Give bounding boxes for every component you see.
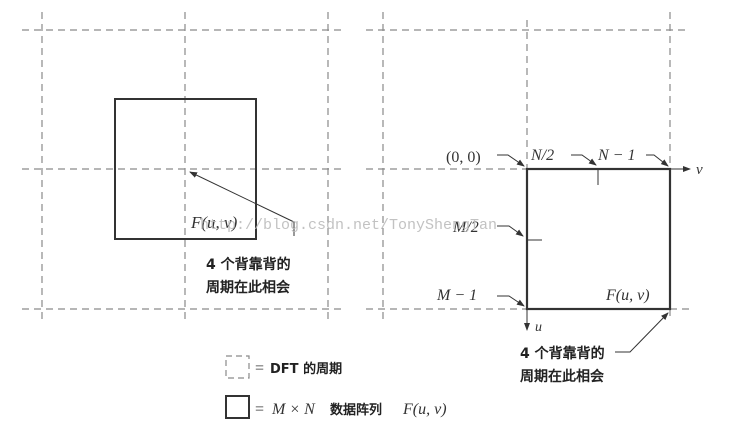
legend-dashed-equals: = xyxy=(255,360,264,377)
left-callout-line2: 周期在此相会 xyxy=(206,279,291,296)
v-axis-label: v xyxy=(696,162,703,178)
right-box-label: F(u, v) xyxy=(605,287,650,304)
legend-solid-math: M × N xyxy=(271,401,316,418)
legend-solid-text: 数据阵列 xyxy=(330,402,382,418)
n-minus-one-label: N − 1 xyxy=(597,147,635,164)
right-callout-line2: 周期在此相会 xyxy=(520,368,605,385)
u-axis-label: u xyxy=(535,320,542,335)
m-half-label: M/2 xyxy=(452,219,479,236)
left-box-label: F(u, v) xyxy=(190,213,238,232)
legend-dashed-box-icon xyxy=(225,355,250,379)
left-callout-line1: 4 个背靠背的 xyxy=(206,256,291,273)
left-dft-period-grid xyxy=(22,12,345,320)
left-callout-arrow xyxy=(189,171,295,236)
legend-solid-func: F(u, v) xyxy=(402,401,447,418)
label-pointer-arrows xyxy=(497,154,669,353)
left-data-array-box xyxy=(114,98,257,240)
right-callout-line1: 4 个背靠背的 xyxy=(520,345,605,362)
n-half-label: N/2 xyxy=(530,147,554,164)
legend-dashed-text: DFT 的周期 xyxy=(270,361,342,377)
legend-solid-equals: = xyxy=(255,401,264,418)
right-dft-period-grid xyxy=(366,12,692,320)
legend-solid-box-icon xyxy=(225,395,250,419)
m-minus-one-label: M − 1 xyxy=(436,287,477,304)
origin-label: (0, 0) xyxy=(446,149,481,166)
watermark: http://blog.csdn.net/TonyShengTan xyxy=(200,217,497,234)
